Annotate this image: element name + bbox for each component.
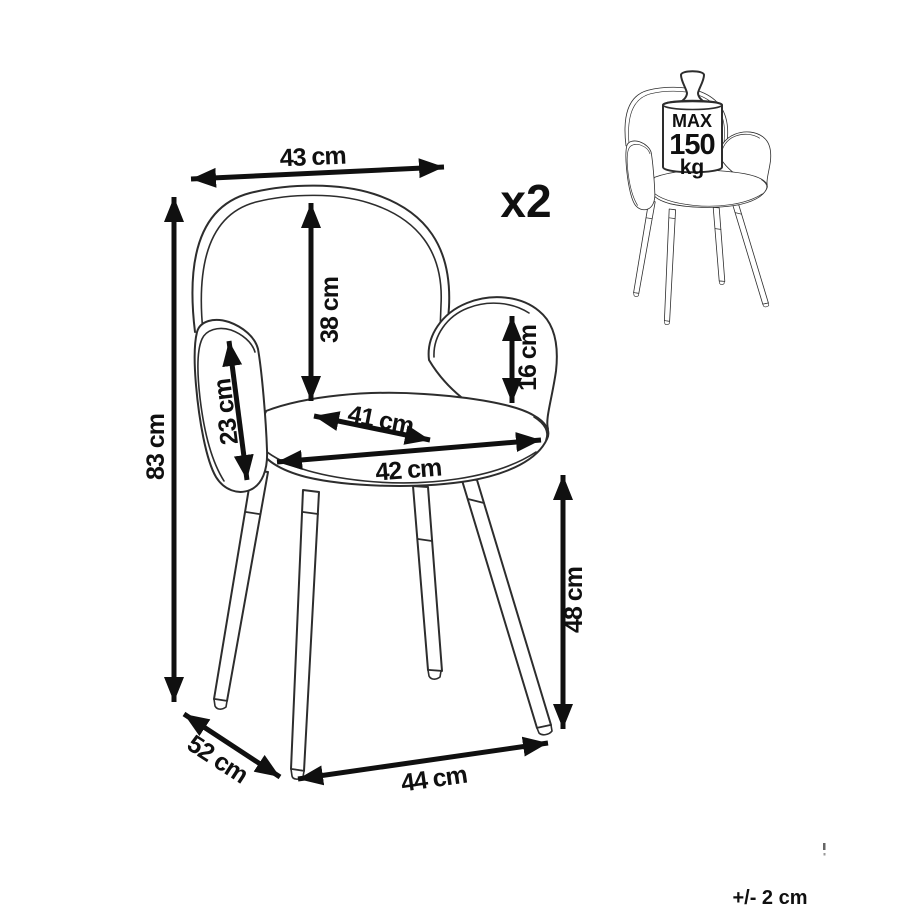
leg-front-left-seam xyxy=(245,511,260,515)
max-load-text-max: MAX xyxy=(672,111,712,131)
stray-mark xyxy=(823,843,826,856)
max-load-text-150: 150 xyxy=(669,129,714,161)
weight-knob xyxy=(678,70,707,104)
right-armrest-piping xyxy=(433,302,530,358)
chair-drawing xyxy=(191,184,558,780)
dimension-base-width: 44 cm xyxy=(297,736,549,798)
top-width-label: 43 cm xyxy=(279,142,346,173)
left-armrest-piping xyxy=(197,327,256,482)
dimension-seat-height: 48 cm xyxy=(553,475,588,729)
backrest-height-label: 38 cm xyxy=(316,277,344,343)
leg-rear-right-foot xyxy=(536,724,553,736)
base-depth-arrow xyxy=(182,711,282,780)
armrest-length-arrow xyxy=(222,340,254,481)
top-width-arrow xyxy=(190,158,445,188)
max-load-badge: MAX 150 kg xyxy=(662,70,723,179)
leg-rear-right xyxy=(460,476,552,729)
backrest-piping xyxy=(200,194,442,333)
dimension-backrest-height: 38 cm xyxy=(301,203,344,401)
dimension-armrest-length: 23 cm xyxy=(208,340,254,481)
dimension-base-depth: 52 cm xyxy=(182,711,282,789)
leg-front-left-foot xyxy=(213,698,228,710)
leg-front-left xyxy=(213,469,269,702)
quantity-label: x2 xyxy=(500,175,551,227)
leg-rear-mid-foot xyxy=(427,669,442,680)
leg-rear-mid xyxy=(412,485,443,672)
weight-top-rim xyxy=(662,99,723,111)
dimension-top-width: 43 cm xyxy=(190,142,445,188)
dimension-seat-width: 42 cm xyxy=(276,432,542,487)
seat-width-label: 42 cm xyxy=(374,453,442,486)
max-load-text-kg: kg xyxy=(680,156,705,179)
dimension-overall-height: 83 cm xyxy=(142,197,184,702)
overall-height-label: 83 cm xyxy=(142,414,170,480)
seat-right-seam xyxy=(533,416,548,441)
leg-rear-right-seam xyxy=(467,498,485,504)
leg-rear-mid-seam xyxy=(417,538,433,542)
leg-front-mid-seam xyxy=(302,511,319,515)
seat-height-label: 48 cm xyxy=(560,567,588,633)
armrest-height-label: 16 cm xyxy=(514,325,542,391)
tolerance-note: +/- 2 cm xyxy=(732,887,807,909)
base-width-arrow xyxy=(297,736,549,786)
leg-front-mid xyxy=(290,489,320,772)
seat-width-arrow xyxy=(276,432,542,470)
dimension-armrest-height: 16 cm xyxy=(502,316,542,403)
base-width-label: 44 cm xyxy=(399,761,468,798)
